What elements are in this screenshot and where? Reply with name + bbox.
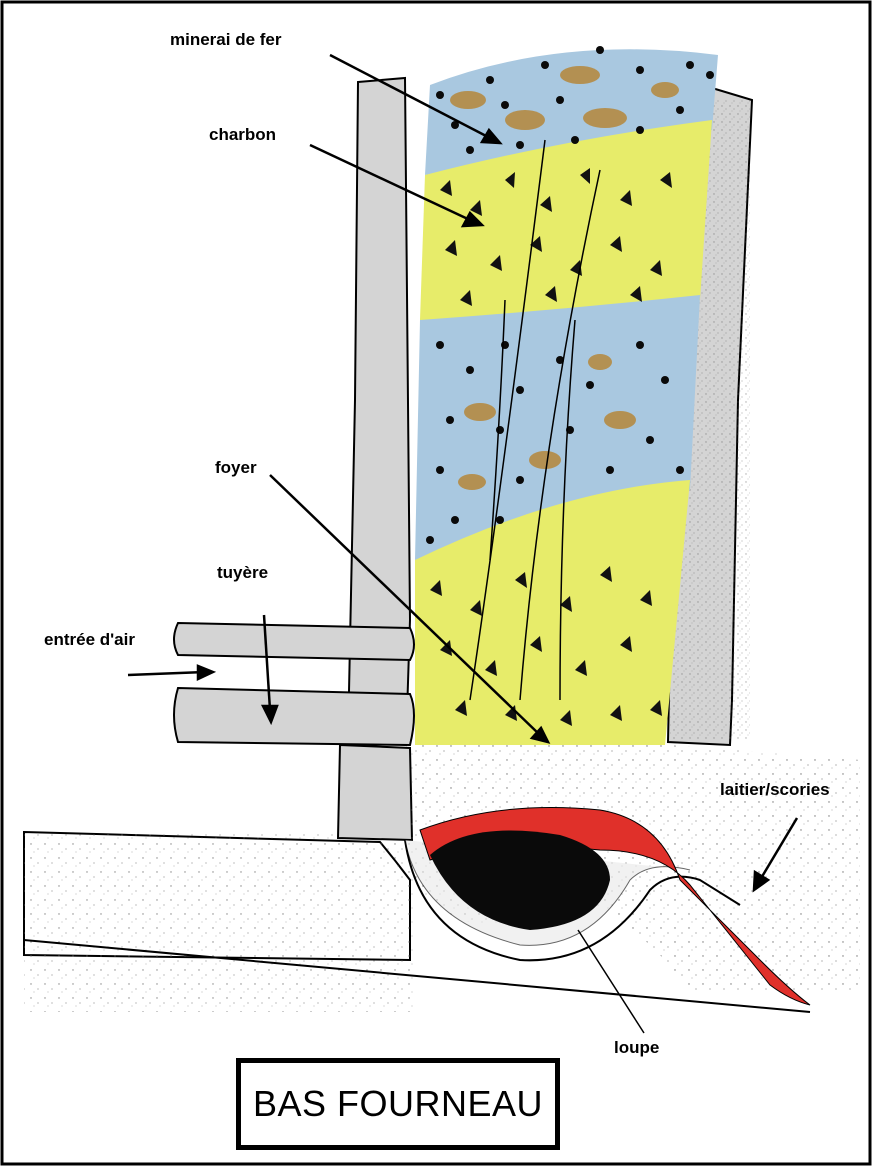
label-air-inlet: entrée d'air	[44, 630, 135, 649]
label-bloom: loupe	[614, 1038, 659, 1057]
title-box: BAS FOURNEAU	[236, 1058, 560, 1150]
label-charcoal: charbon	[209, 125, 276, 144]
left-wall-base	[338, 745, 412, 840]
label-slag: laitier/scories	[720, 780, 830, 799]
label-iron-ore: minerai de fer	[170, 30, 282, 49]
label-tuyere: tuyère	[217, 563, 268, 582]
diagram-title: BAS FOURNEAU	[253, 1083, 543, 1125]
tuyere-lower[interactable]	[174, 688, 414, 745]
ground-speckle	[24, 832, 414, 1012]
label-hearth: foyer	[215, 458, 257, 477]
tuyere-upper[interactable]	[174, 623, 414, 660]
